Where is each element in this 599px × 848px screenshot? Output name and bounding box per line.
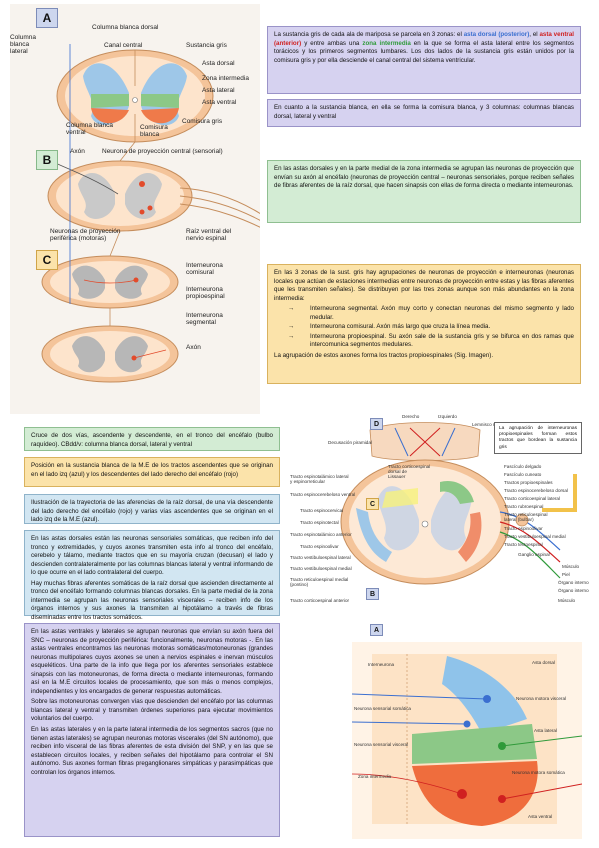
text-box-posicion-tractos: Posición en la sustancia blanca de la M.… (24, 457, 280, 487)
label-interneurona-segmental: Interneurona segmental (186, 312, 223, 327)
diagram-a (56, 49, 214, 143)
text-box-neuronas-proyeccion: En las astas dorsales y en la parte medi… (267, 160, 581, 223)
tract-label-right: Fascículo cuneato (504, 472, 542, 477)
label-zona-intermedia: Zona intermedia (202, 75, 249, 82)
spinal-cord-diagrams (10, 4, 271, 414)
text-box-astas-dorsales: En las astas dorsales están las neuronas… (24, 530, 280, 621)
label-sustancia-gris: Sustancia gris (186, 42, 227, 49)
tract-label-left: Tracto vestibuloespinal lateral (290, 555, 351, 560)
label-neurona-motora-somatica: Neurona motora somática (512, 770, 565, 775)
tract-label-left: Tracto vestibuloespinal medial (290, 566, 352, 571)
label-izquierdo: Izquierdo (438, 414, 457, 419)
tract-label-right: Ganglio espinal (518, 552, 550, 557)
label-columna-blanca-ventral: Columna blanca ventral (66, 122, 113, 137)
tract-label-right: Órgano interno (558, 588, 589, 593)
bottom-figure: A Interneurona Neurona sensorial somátic… (351, 624, 583, 839)
label-axon-c: Axón (186, 344, 201, 351)
label-comisura-gris: Comisura gris (182, 118, 223, 125)
label-asta-ventral: Asta ventral (202, 99, 237, 106)
highlight-zona-intermedia: zona intermedia (362, 39, 411, 47)
tract-label-right: Piel (562, 572, 570, 577)
label-neurona-motora-visceral: Neurona motora visceral (516, 696, 567, 701)
highlight-asta-ventral: asta ventral (anterior) (274, 31, 574, 47)
tract-label-right: Músculo (558, 598, 576, 603)
tract-label-right: Músculo (562, 564, 580, 569)
label-raiz-ventral: Raíz ventral del nervio espinal (186, 228, 232, 243)
text-box-trayectoria-aferencias: Ilustración de la trayectoria de las afe… (24, 494, 280, 524)
tract-label-right: Tracto tectoespinal (504, 542, 543, 547)
label-axon-b: Axón (70, 148, 85, 155)
note-box-propioespinales: La agrupación de interneuronas propioesp… (494, 422, 582, 454)
text-box-astas-ventrales: En las astas ventrales y laterales se ag… (24, 623, 280, 837)
label-asta-dorsal: Asta dorsal (202, 60, 235, 67)
label-zona-intermedia-bottom: Zona intermedia (358, 774, 392, 779)
diagram-c2 (41, 325, 179, 383)
label-derecho: Derecho (402, 414, 420, 419)
tract-label-left: Tracto reticuloespinal medial (pontino) (290, 577, 349, 588)
list-item: Interneurona comisural. Axón más largo q… (288, 323, 574, 332)
top-figure: A B C Columna blanca lateral Columna bla… (10, 4, 271, 414)
figure-letter-a: A (36, 8, 58, 28)
figure-letter-c-mid: C (366, 498, 379, 510)
label-comisura-blanca: Comisura blanca (140, 124, 168, 139)
label-asta-dorsal-bottom: Asta dorsal (532, 660, 555, 665)
diagram-c1 (41, 255, 179, 309)
tract-label-right: Tracto vestibuloespinal medial (504, 534, 566, 539)
label-interneurona: Interneurona (368, 662, 395, 667)
label-lemnisco: Lemnisco medial (472, 422, 507, 427)
text-box-cruce-vias: Cruce de dos vías, ascendente y descende… (24, 427, 280, 451)
figure-letter-b: B (36, 150, 58, 170)
text-box-interneuronas: En las 3 zonas de la sust. gris hay agru… (267, 264, 581, 384)
tract-label-right: Órgano interno (558, 580, 589, 585)
gray-matter-detail (351, 642, 583, 839)
label-columna-blanca-dorsal: Columna blanca dorsal (92, 24, 159, 31)
tracts-diagram (340, 422, 577, 585)
highlight-asta-dorsal: asta dorsal (posterior) (463, 31, 530, 38)
label-neurona-sensorial-visceral: Neurona sensorial visceral (354, 742, 409, 747)
tract-label-left: Tracto espinotalámico anterior (290, 532, 352, 537)
list-item: Interneurona segmental. Axón muy corto y… (288, 305, 574, 322)
label-columna-blanca-lateral: Columna blanca lateral (10, 34, 37, 56)
label-tracto-central: Tracto corticoespinal dorsal de Lissauer (388, 464, 431, 480)
text-box-sustancia-gris: La sustancia gris de cada ala de maripos… (267, 26, 581, 94)
tract-label-left: Tracto espinotalámico lateral y espinorr… (290, 474, 349, 485)
label-asta-lateral-bottom: Asta lateral (534, 728, 557, 733)
tract-label-right: Tracto espinocerebeloso dorsal (504, 488, 568, 493)
tract-label-right: Tracto corticoespinal lateral (504, 496, 560, 501)
label-interneurona-propioespinal: Interneurona propioespinal (186, 286, 225, 301)
interneurona-list: Interneurona segmental. Axón muy corto y… (274, 305, 574, 350)
label-decusacion: Decusación piramidal (328, 440, 372, 445)
label-asta-lateral: Asta lateral (202, 87, 235, 94)
label-neurona-sensorial-somatica: Neurona sensorial somática (354, 706, 411, 711)
text-box-sustancia-blanca: En cuanto a la sustancia blanca, en ella… (267, 99, 581, 127)
label-interneurona-comisural: Interneurona comisural (186, 262, 223, 277)
figure-letter-a-bottom: A (370, 624, 383, 636)
tract-label-left: Tracto corticoespinal anterior (290, 598, 350, 603)
tract-label-right: Tracto rubroespinal (504, 504, 544, 509)
tract-label-left: Tracto espinotectal (300, 520, 339, 525)
tract-label-left: Tracto espinocervical (300, 508, 344, 513)
label-canal-central: Canal central (104, 42, 143, 49)
tract-label-left: Tracto espinoolivar (300, 544, 339, 549)
tract-label-right: Fascículo delgado (504, 464, 542, 469)
label-neurona-proyeccion-central: Neurona de proyección central (sensorial… (102, 148, 223, 155)
tract-label-right: Tracto espinoolivar (504, 526, 543, 531)
list-item: Interneurona propioespinal. Su axón sale… (288, 333, 574, 350)
figure-letter-d: D (370, 418, 383, 430)
tract-label-right: Tractos propioespinales (504, 480, 553, 485)
figure-letter-c: C (36, 250, 58, 270)
figure-letter-b-mid: B (366, 588, 379, 600)
tract-label-right: Tracto reticuloespinal lateral (bulbar) (504, 512, 548, 523)
tract-figure: D C B Derecho Izquierdo Lemnisco medial … (290, 412, 590, 612)
tract-label-left: Tracto espinocerebeloso ventral (290, 492, 356, 497)
label-asta-ventral-bottom: Asta ventral (528, 814, 553, 819)
label-neuronas-proyeccion-periferica: Neuronas de proyección periférica (motor… (50, 228, 121, 243)
diagram-b (39, 155, 271, 233)
